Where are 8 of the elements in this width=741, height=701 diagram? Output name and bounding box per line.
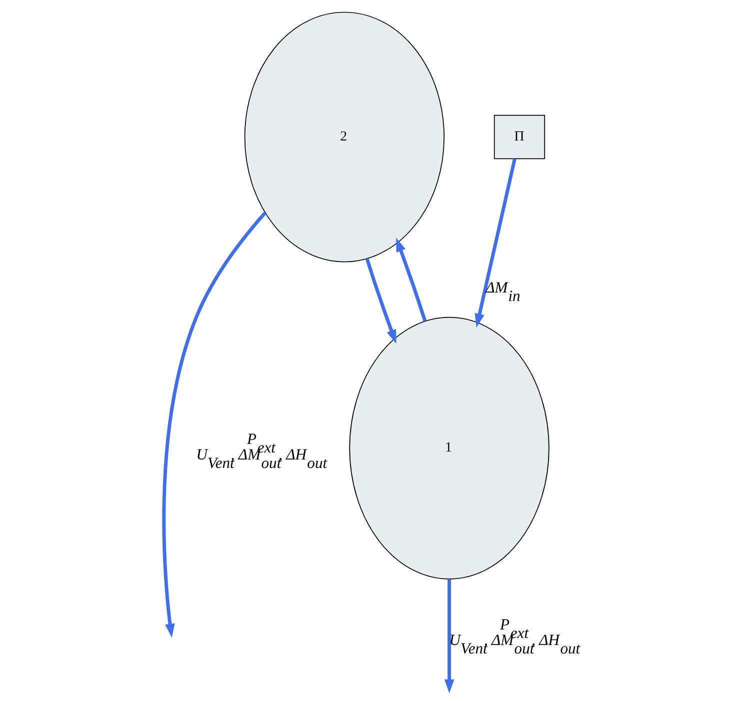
arrow xyxy=(474,158,516,328)
arrow xyxy=(444,579,454,693)
arrow xyxy=(365,258,396,344)
arrow xyxy=(162,212,266,638)
node-ellipse: 1 xyxy=(349,316,550,580)
node-ellipse: 2 xyxy=(244,12,445,262)
arrow xyxy=(396,238,427,322)
node-box: Π xyxy=(494,114,546,160)
